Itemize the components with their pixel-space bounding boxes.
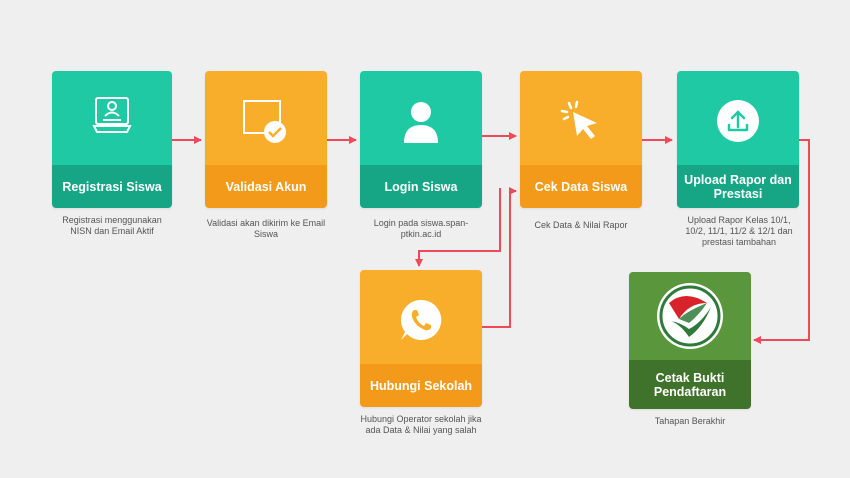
step-cek-data-siswa: Cek Data Siswa (520, 71, 642, 208)
step-hubungi-top (360, 270, 482, 364)
step-hubungi-title: Hubungi Sekolah (360, 364, 482, 407)
step-registrasi-desc: Registrasi menggunakan NISN dan Email Ak… (62, 215, 162, 236)
step-login-top (360, 71, 482, 165)
validation-check-icon (243, 100, 286, 143)
registration-form-icon (92, 97, 132, 133)
step-registrasi-siswa: Registrasi Siswa (52, 71, 172, 208)
step-login-siswa: Login Siswa (360, 71, 482, 208)
step-cetak-title: Cetak Bukti Pendaftaran (629, 360, 751, 409)
step-cek-top (520, 71, 642, 165)
step-upload-title: Upload Rapor dan Prestasi (677, 165, 799, 208)
step-cetak-top (629, 272, 751, 360)
upload-icon (717, 100, 759, 142)
step-validasi-akun: Validasi Akun (205, 71, 327, 208)
step-cek-title: Cek Data Siswa (520, 165, 642, 208)
arrow-cek-to-hubungi (415, 188, 501, 267)
user-icon (404, 102, 438, 143)
step-validasi-top (205, 71, 327, 165)
ptkin-logo-icon (657, 283, 723, 349)
step-registrasi-top (52, 71, 172, 165)
arrow-hubungi-to-cek (482, 187, 517, 328)
step-upload-rapor: Upload Rapor dan Prestasi (677, 71, 799, 208)
arrow-upload-to-cetak (753, 139, 810, 344)
step-login-title: Login Siswa (360, 165, 482, 208)
step-validasi-title: Validasi Akun (205, 165, 327, 208)
step-hubungi-desc: Hubungi Operator sekolah jika ada Data &… (360, 414, 482, 435)
step-validasi-desc: Validasi akan dikirim ke Email Siswa (206, 218, 326, 239)
whatsapp-icon (401, 299, 442, 340)
step-hubungi-sekolah: Hubungi Sekolah (360, 270, 482, 407)
step-cek-desc: Cek Data & Nilai Rapor (534, 220, 628, 230)
step-registrasi-title: Registrasi Siswa (52, 165, 172, 208)
step-login-desc: Login pada siswa.span-ptkin.ac.id (373, 218, 469, 239)
step-upload-desc: Upload Rapor Kelas 10/1, 10/2, 11/1, 11/… (685, 215, 793, 247)
step-cetak-bukti: Cetak Bukti Pendaftaran (629, 272, 751, 409)
cursor-click-icon (560, 100, 597, 139)
step-upload-top (677, 71, 799, 165)
step-cetak-desc: Tahapan Berakhir (654, 416, 726, 426)
